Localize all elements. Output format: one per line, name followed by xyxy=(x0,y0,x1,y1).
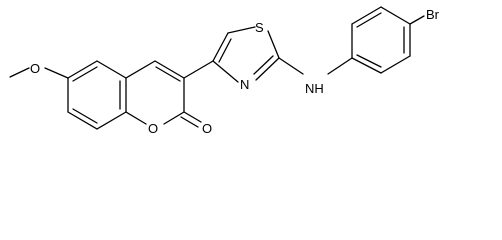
bond-ph-1 xyxy=(351,57,382,74)
coumarin-core xyxy=(9,60,202,130)
bond-nh-aryl xyxy=(327,57,353,75)
bond-thz-5 xyxy=(212,60,239,83)
bond-pyr-2 xyxy=(154,60,185,79)
bond-thz-1 xyxy=(212,32,229,62)
bond-link xyxy=(183,60,214,79)
bond-o-aryl xyxy=(44,67,69,79)
bond-benzo-6 xyxy=(67,60,98,79)
bond-benzo-2 xyxy=(67,111,98,130)
bond-pyr-5 xyxy=(125,111,147,125)
ring-oxygen-label: O xyxy=(148,121,158,136)
bond-methyl-o xyxy=(9,67,30,78)
bond-thz-3 xyxy=(267,30,280,59)
bond-thz-4b xyxy=(253,55,274,75)
bond-ph-br xyxy=(409,15,425,25)
bond-pyr-1 xyxy=(125,60,156,79)
bond-thz-1b xyxy=(218,38,232,63)
thiazole-ring xyxy=(183,26,304,83)
nitrogen-label: N xyxy=(240,77,249,92)
bromine-label: Br xyxy=(426,7,440,22)
amine-nh-label: NH xyxy=(305,81,324,96)
carbonyl-oxygen-label: O xyxy=(202,121,212,136)
atom-labels: O O O S N NH Br xyxy=(30,7,440,136)
bond-thz-4 xyxy=(255,57,280,81)
bond-benzo-6b xyxy=(72,66,98,82)
bond-pyr-2b xyxy=(155,66,181,82)
bond-ph-2 xyxy=(380,55,411,74)
sulfur-label: S xyxy=(255,20,264,35)
bond-ph-4 xyxy=(380,6,411,25)
bromophenyl-ring xyxy=(327,6,425,75)
bond-c2-nh xyxy=(278,57,304,75)
bond-pyr-4 xyxy=(163,111,185,125)
bond-benzo-3 xyxy=(96,111,127,130)
structure-diagram: O O O S N NH Br xyxy=(9,6,440,136)
bond-ph-5b xyxy=(356,12,382,28)
bond-thz-2 xyxy=(227,26,256,34)
bond-benzo-2b xyxy=(72,108,98,124)
bond-carbonyl-2 xyxy=(180,116,199,128)
bond-benzo-5 xyxy=(96,60,127,79)
bond-ph-1b xyxy=(356,54,382,68)
bond-ph-5 xyxy=(351,6,382,25)
methoxy-oxygen-label: O xyxy=(30,61,40,76)
bond-carbonyl-1 xyxy=(183,111,202,123)
